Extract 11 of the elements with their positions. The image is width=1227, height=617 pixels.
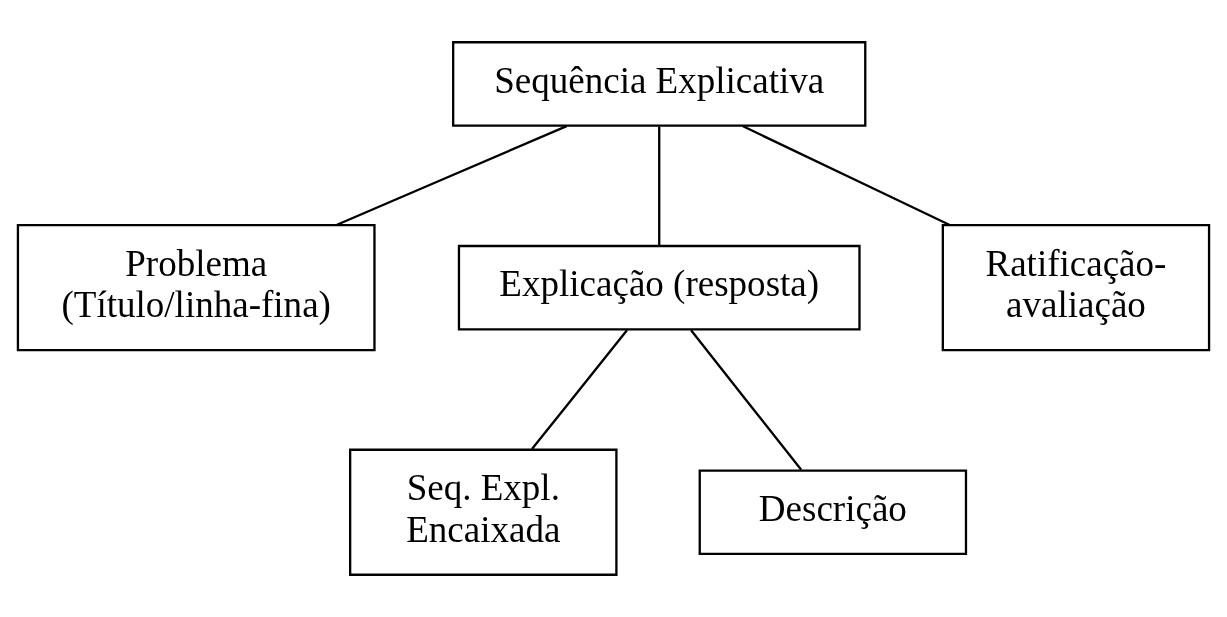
connector (531, 329, 628, 450)
connector (690, 329, 803, 471)
connector (742, 125, 950, 226)
connector (658, 126, 661, 246)
node-box: Seq. Expl. Encaixada (349, 448, 618, 576)
node-box: Problema (Título/linha-fina) (16, 224, 376, 352)
connector (336, 125, 568, 226)
node-box: Sequência Explicativa (452, 41, 867, 127)
node-box: Explicação (resposta) (457, 244, 861, 331)
node-box: Ratificação-avaliação (941, 224, 1211, 352)
node-box: Descrição (698, 469, 968, 556)
